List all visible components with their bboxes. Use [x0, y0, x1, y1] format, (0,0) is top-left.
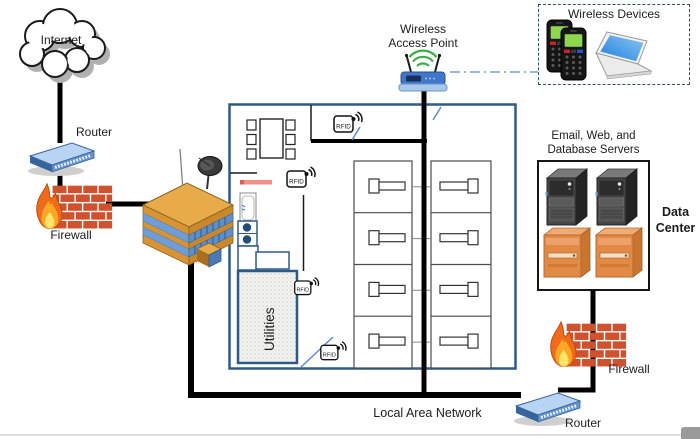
- laptop-icon: [595, 31, 653, 80]
- satellite-dish-icon: [197, 156, 223, 190]
- server-tower-icon: [595, 168, 639, 226]
- utilities-label: Utilities: [262, 307, 277, 351]
- flame-icon: [36, 182, 63, 229]
- access-point-label-line2: Access Point: [388, 36, 458, 50]
- floorplan: Utilities: [228, 103, 517, 370]
- conference-table: [259, 118, 284, 159]
- conference-chairs: [246, 119, 296, 160]
- data-center-caption-line2: Database Servers: [547, 144, 640, 156]
- wifi-waves-icon: [408, 49, 438, 67]
- wireless-access-point-icon: [398, 49, 448, 92]
- wireless-devices-title: Wireless Devices: [567, 7, 660, 21]
- brick-wall: [566, 323, 627, 367]
- lan-label: Local Area Network: [373, 406, 482, 420]
- building-icon: [141, 148, 235, 268]
- svg-text:RFID: RFID: [297, 288, 310, 294]
- router-top-icon: [28, 142, 96, 176]
- mobile-phone-icon: [560, 27, 587, 81]
- mobile-phones-icon: [546, 19, 587, 81]
- internet-cloud: [19, 8, 110, 83]
- server-cabinets-icon: [542, 227, 644, 278]
- svg-text:RFID: RFID: [323, 353, 336, 359]
- building-windows: [194, 217, 226, 254]
- server-cabinet-icon: [542, 227, 592, 278]
- router-top-label: Router: [76, 125, 113, 139]
- firewall-left-label: Firewall: [50, 228, 92, 242]
- firewall-left-icon: [36, 182, 113, 229]
- rfid-reader-icon: RFID: [333, 111, 363, 133]
- page-bottom-rule: [0, 434, 700, 436]
- firewall-right-label: Firewall: [608, 362, 650, 376]
- brick-wall: [52, 185, 113, 229]
- internet-label: Internet: [40, 33, 82, 47]
- svg-text:RFID: RFID: [336, 124, 351, 131]
- server-towers-icon: [545, 168, 639, 226]
- rfid-reader-icon: RFID: [286, 166, 316, 188]
- data-center-caption-line1: Email, Web, and: [551, 130, 636, 142]
- utilities-room: Utilities: [236, 269, 299, 365]
- sink-fixture: [239, 192, 257, 224]
- server-tower-icon: [545, 168, 589, 226]
- antenna-icon: [179, 148, 184, 192]
- data-center-label-line1: Data: [661, 205, 690, 219]
- page-corner-artifact: [681, 427, 700, 439]
- red-counter-bar: [240, 180, 272, 185]
- access-point-label-line1: Wireless: [399, 22, 446, 36]
- data-center-label-line2: Center: [655, 221, 696, 235]
- router-bottom-label: Router: [564, 416, 602, 430]
- svg-text:RFID: RFID: [289, 179, 304, 186]
- router-bottom-icon: [514, 392, 582, 426]
- toilet-stalls: [237, 220, 258, 247]
- server-cabinet-icon: [594, 227, 644, 278]
